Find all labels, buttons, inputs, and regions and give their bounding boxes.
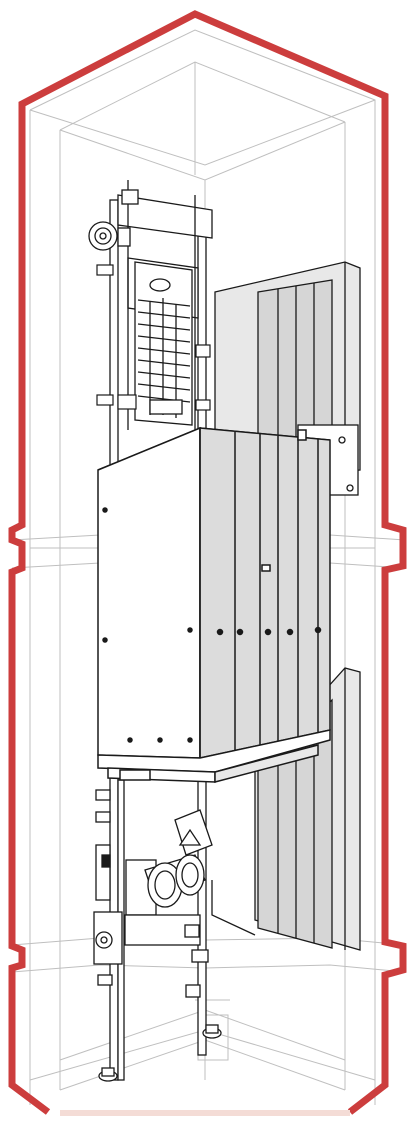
top-pulley — [88, 189, 139, 251]
building-outline — [8, 10, 407, 1115]
pit-floor-shadow — [60, 1110, 350, 1116]
drive-machine — [93, 789, 213, 998]
rail-brackets-upper — [96, 264, 211, 411]
counterweight-frame — [117, 180, 213, 430]
pit-buffers — [98, 1024, 222, 1082]
elevator-cabin — [97, 426, 331, 783]
